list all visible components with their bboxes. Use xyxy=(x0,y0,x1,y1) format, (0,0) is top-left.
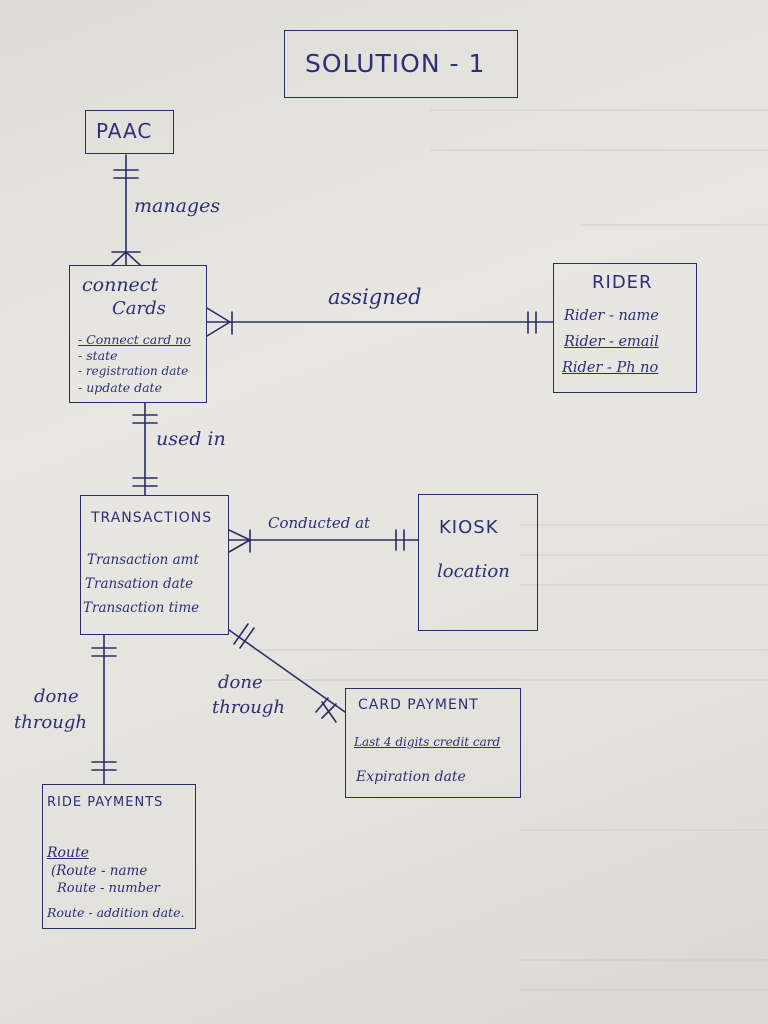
attribute-rider-email: Rider - email xyxy=(564,334,659,350)
entity-connect-cards-name-2: Cards xyxy=(112,298,166,319)
page-title: SOLUTION - 1 xyxy=(305,49,486,78)
entity-rider-name: RIDER xyxy=(592,272,653,293)
attribute-route-number: Route - number xyxy=(57,881,160,896)
attribute-connect-card-no: - Connect card no xyxy=(78,332,191,347)
attribute-transaction-date: Transation date xyxy=(85,576,194,592)
entity-paac-name: PAAC xyxy=(96,119,153,143)
attribute-registration-date: - registration date xyxy=(78,364,189,378)
attribute-route: Route xyxy=(47,845,89,861)
entity-card-payment: CARD PAYMENT Last 4 digits credit card E… xyxy=(345,688,521,798)
relationship-assigned: assigned xyxy=(328,285,422,309)
entity-ride-payments: RIDE PAYMENTS Route (Route - name Route … xyxy=(42,784,196,929)
attribute-update-date: - update date xyxy=(78,380,162,395)
title-box: SOLUTION - 1 xyxy=(284,30,518,98)
line-done-through-card xyxy=(228,629,346,713)
attribute-transaction-time: Transaction time xyxy=(83,600,200,616)
relationship-done-through-ride-1: done xyxy=(34,686,79,707)
entity-paac: PAAC xyxy=(85,110,174,154)
relationship-used-in: used in xyxy=(156,428,226,450)
entity-card-payment-name: CARD PAYMENT xyxy=(358,697,479,713)
attribute-route-name: (Route - name xyxy=(51,863,148,879)
relationship-conducted-at: Conducted at xyxy=(268,514,371,532)
relationship-manages: manages xyxy=(134,195,221,217)
entity-connect-cards-name-1: connect xyxy=(82,274,159,296)
attribute-rider-phone: Rider - Ph no xyxy=(562,360,659,376)
entity-rider: RIDER Rider - name Rider - email Rider -… xyxy=(553,263,697,393)
attribute-expiration-date: Expiration date xyxy=(356,769,466,785)
cards-many-mark-2 xyxy=(206,307,231,323)
entity-connect-cards: connect Cards - Connect card no - state … xyxy=(69,265,207,403)
entity-transactions-name: TRANSACTIONS xyxy=(91,510,213,526)
attribute-last-4-digits: Last 4 digits credit card xyxy=(354,735,501,749)
entity-kiosk: KIOSK location xyxy=(418,494,538,631)
attribute-rider-name: Rider - name xyxy=(564,308,659,324)
relationship-done-through-ride-2: through xyxy=(14,712,87,733)
attribute-state: - state xyxy=(78,348,118,363)
entity-ride-payments-name: RIDE PAYMENTS xyxy=(47,795,164,810)
relationship-done-through-card-1: done xyxy=(218,672,263,693)
entity-transactions: TRANSACTIONS Transaction amt Transation … xyxy=(80,495,229,635)
relationship-done-through-card-2: through xyxy=(212,697,285,718)
entity-kiosk-name: KIOSK xyxy=(439,517,499,538)
attribute-location: location xyxy=(437,561,510,582)
attribute-route-addition-date: Route - addition date. xyxy=(47,905,185,920)
attribute-transaction-amt: Transaction amt xyxy=(87,552,199,568)
